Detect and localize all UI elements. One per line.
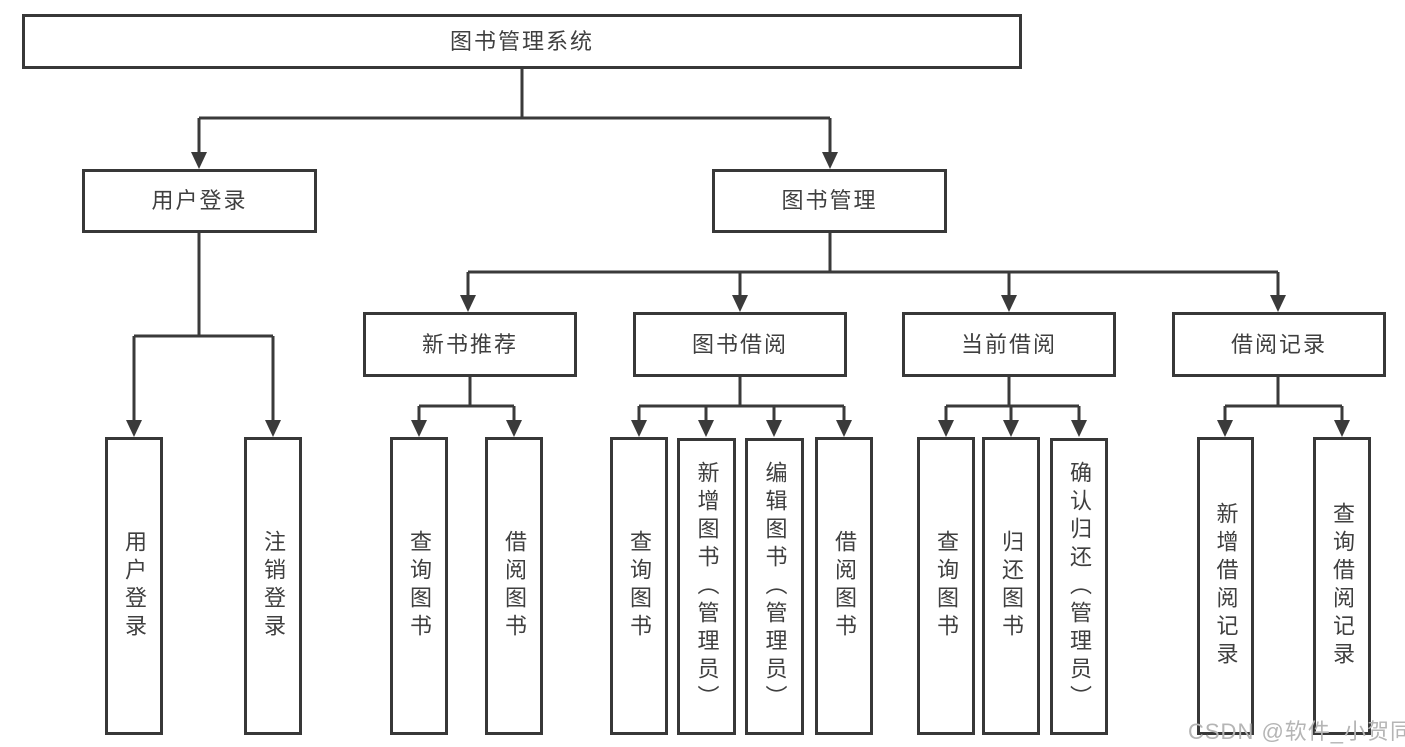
connector-new-book-children [417,377,516,421]
leaf-label: 用户登录 [122,530,147,642]
node-leaf-add-borrow-record: 新增借阅记录 [1197,437,1254,735]
node-leaf-query-books-1: 查询图书 [390,437,448,735]
arrowhead [126,420,142,437]
node-current-borrowing: 当前借阅 [902,312,1116,377]
connector-current-borrow-children [944,377,1081,421]
leaf-label: 查询图书 [407,530,432,642]
arrowhead [938,420,954,437]
arrowhead [836,420,852,437]
arrowhead [1217,420,1233,437]
leaf-label: 借阅图书 [832,530,857,642]
connector-root-to-level2 [197,69,832,154]
arrowhead [1071,420,1087,437]
arrowhead [1270,295,1286,312]
arrowhead [1003,420,1019,437]
arrowhead [766,420,782,437]
arrowhead [1001,295,1017,312]
leaf-label: 注销登录 [261,530,286,642]
leaf-label: 新增借阅记录 [1213,502,1239,670]
connector-book-mgmt-children [466,233,1280,296]
connector-book-borrow-children [637,377,846,421]
leaf-label: 编辑图书（管理员） [762,460,788,713]
node-leaf-borrow-books-2: 借阅图书 [815,437,873,735]
arrowhead [732,295,748,312]
node-leaf-logout: 注销登录 [244,437,302,735]
watermark: CSDN @软件_小贺同学 [1188,719,1405,744]
node-new-book-recommendation: 新书推荐 [363,312,577,377]
connector-user-login-children [132,233,275,421]
arrowhead [191,152,207,169]
node-leaf-add-books-admin: 新增图书（管理员） [677,438,736,735]
arrowhead [265,420,281,437]
node-leaf-return-books: 归还图书 [982,437,1040,735]
arrowhead [631,420,647,437]
node-book-borrowing: 图书借阅 [633,312,847,377]
arrowhead [460,295,476,312]
node-book-management: 图书管理 [712,169,947,233]
leaf-label: 查询图书 [627,530,652,642]
node-user-login: 用户登录 [82,169,317,233]
node-leaf-query-books-3: 查询图书 [917,437,975,735]
node-leaf-edit-books-admin: 编辑图书（管理员） [745,438,804,735]
node-leaf-confirm-return-admin: 确认归还（管理员） [1050,438,1108,735]
arrowhead [411,420,427,437]
node-leaf-borrow-books-1: 借阅图书 [485,437,543,735]
node-leaf-query-borrow-record: 查询借阅记录 [1313,437,1371,735]
connector-borrow-records-children [1223,377,1344,421]
leaf-label: 新增图书（管理员） [694,460,720,713]
leaf-label: 查询借阅记录 [1330,502,1355,670]
node-borrowing-records: 借阅记录 [1172,312,1386,377]
arrowhead [822,152,838,169]
leaf-label: 查询图书 [934,530,959,642]
node-leaf-query-books-2: 查询图书 [610,437,668,735]
leaf-label: 归还图书 [999,530,1024,642]
arrowhead [506,420,522,437]
arrowhead [1334,420,1350,437]
node-library-management-system: 图书管理系统 [22,14,1022,69]
leaf-label: 确认归还（管理员） [1067,460,1092,713]
leaf-label: 借阅图书 [502,530,527,642]
node-leaf-user-login: 用户登录 [105,437,163,735]
arrowhead [698,420,714,437]
